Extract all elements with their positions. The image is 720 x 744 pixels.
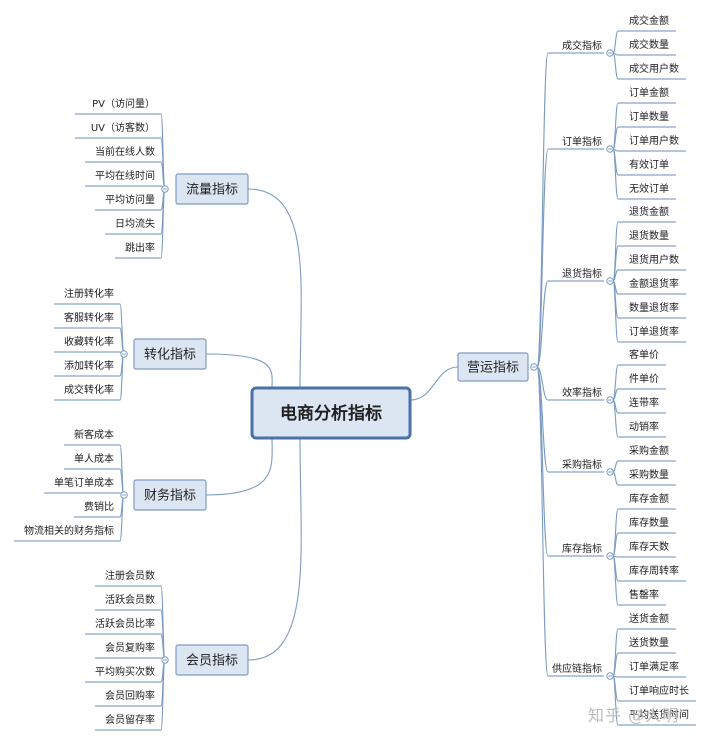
leaf-node: 注册会员数	[105, 569, 155, 582]
leaf-node: 送货金额	[629, 612, 669, 625]
leaf-node: 会员留存率	[105, 713, 155, 726]
main-topic-4[interactable]	[175, 644, 249, 676]
leaf-node: 采购金额	[629, 444, 669, 457]
leaf-connector	[612, 30, 619, 54]
leaf-node: 订单金额	[629, 86, 669, 99]
leaf-node: 成交金额	[629, 14, 669, 27]
leaf-node: 连带率	[629, 396, 659, 409]
leaf-connector	[612, 508, 619, 557]
leaf-node: PV（访问量）	[92, 97, 155, 110]
leaf-connector	[612, 52, 619, 80]
leaf-node: 单人成本	[74, 452, 114, 465]
leaf-node: 售罄率	[629, 588, 659, 601]
branch-connector	[536, 280, 549, 368]
leaf-node: 库存金额	[629, 492, 669, 505]
main-topic-2[interactable]	[133, 338, 207, 370]
leaf-node: 有效订单	[629, 158, 669, 171]
leaf-connector	[612, 460, 619, 473]
leaf-node: 客单价	[629, 348, 659, 361]
main-topic-label: 转化指标	[144, 348, 196, 363]
branch-node: 退货指标	[562, 267, 602, 280]
main-connector	[205, 353, 273, 389]
leaf-connector	[612, 675, 619, 726]
leaf-node: 会员回购率	[105, 689, 155, 702]
leaf-node: UV（访客数）	[91, 121, 155, 134]
leaf-node: 成交转化率	[64, 383, 114, 396]
watermark: 知乎 @人明	[588, 706, 680, 725]
leaf-connector	[612, 471, 619, 486]
leaf-node: 活跃会员数	[105, 593, 155, 606]
main-topic-1[interactable]	[175, 173, 249, 205]
leaf-node: 退货用户数	[629, 253, 679, 266]
main-connector	[205, 437, 273, 496]
leaf-node: 注册转化率	[64, 287, 114, 300]
leaf-node: 单笔订单成本	[54, 476, 114, 489]
leaf-node: 退货金额	[629, 205, 669, 218]
leaf-node: 费销比	[84, 500, 114, 513]
leaf-node: 物流相关的财务指标	[24, 524, 114, 537]
main-topic-label: 财务指标	[144, 488, 196, 504]
leaf-node: 当前在线人数	[95, 145, 155, 158]
leaf-node: 件单价	[629, 373, 659, 385]
main-connector	[247, 437, 302, 661]
leaf-connector	[612, 399, 619, 438]
main-topic-label: 流量指标	[186, 183, 238, 198]
leaf-node: 采购数量	[629, 468, 669, 481]
leaf-node: 活跃会员比率	[95, 617, 155, 630]
center-topic[interactable]	[250, 386, 412, 440]
leaf-node: 数量退货率	[629, 301, 679, 314]
leaf-node: 日均流失	[115, 217, 155, 230]
leaf-node: 跳出率	[125, 241, 155, 254]
main-topic-label: 营运指标	[467, 361, 519, 376]
leaf-node: 成交用户数	[629, 62, 679, 75]
leaf-node: 平均在线时间	[95, 169, 155, 182]
leaf-node: 库存天数	[629, 540, 669, 553]
main-topic-label: 会员指标	[186, 654, 238, 669]
leaf-node: 成交数量	[629, 38, 669, 51]
leaf-node: 收藏转化率	[64, 335, 114, 348]
branch-connector	[536, 366, 549, 677]
leaf-node: 无效订单	[629, 182, 669, 195]
leaf-connector	[612, 555, 619, 606]
leaf-node: 订单响应时长	[629, 684, 689, 697]
node-layer: 电商分析指标 PV（访问量） UV（访客数） 当前在线人数平均在线时间平均访问量日均流…	[14, 14, 696, 731]
branch-node: 供应链指标	[552, 662, 602, 675]
leaf-node: 新客成本	[74, 428, 114, 441]
leaf-node: 订单用户数	[629, 134, 679, 147]
branch-node: 成交指标	[562, 39, 602, 52]
leaf-node: 金额退货率	[629, 277, 679, 290]
leaf-node: 订单满足率	[629, 660, 679, 673]
leaf-node: 会员复购率	[105, 641, 155, 654]
main-connector	[247, 188, 302, 389]
center-topic-label: 电商分析指标	[280, 403, 382, 424]
connector-layer	[119, 30, 619, 731]
branch-node: 采购指标	[562, 458, 602, 471]
leaf-connector	[612, 628, 619, 677]
leaf-node: 订单数量	[629, 110, 669, 123]
main-topic-3[interactable]	[133, 479, 207, 511]
leaf-node: 送货数量	[629, 636, 669, 649]
leaf-node: 添加转化率	[64, 359, 114, 372]
main-topic-operations[interactable]	[457, 352, 529, 382]
branch-node: 订单指标	[562, 135, 602, 148]
leaf-node: 平均访问量	[105, 193, 155, 206]
branch-node: 库存指标	[562, 542, 602, 555]
leaf-connector	[612, 221, 619, 282]
leaf-connector	[612, 148, 619, 200]
leaf-connector	[612, 280, 619, 343]
leaf-node: 订单退货率	[629, 325, 679, 338]
leaf-node: 退货数量	[629, 229, 669, 242]
branch-node: 效率指标	[562, 386, 602, 399]
main-connector	[409, 366, 459, 401]
leaf-node: 动销率	[629, 420, 659, 433]
leaf-node: 库存数量	[629, 516, 669, 529]
leaf-node: 平均送货时间	[629, 708, 689, 721]
branch-connector	[536, 148, 549, 368]
leaf-node: 库存周转率	[629, 564, 679, 577]
leaf-node: 客服转化率	[64, 311, 114, 324]
leaf-node: 平均购买次数	[95, 665, 155, 678]
